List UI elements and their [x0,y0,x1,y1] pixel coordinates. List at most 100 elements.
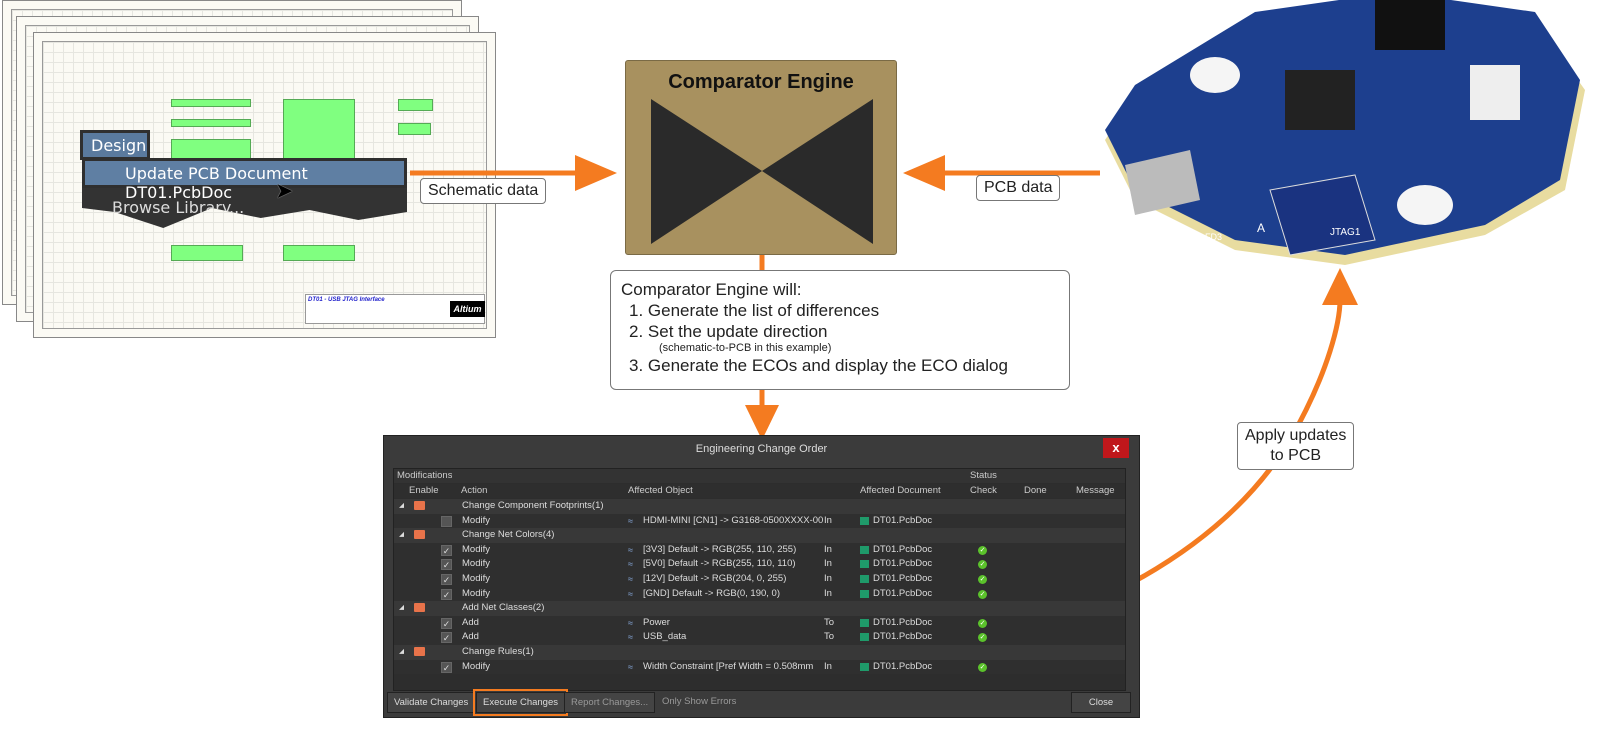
enable-checkbox[interactable]: ✓ [441,588,452,600]
dialog-title: Engineering Change Order [695,443,828,455]
check-ok-icon: ✓ [978,589,987,599]
object-cell: [5V0] Default -> RGB(255, 110, 110) [643,558,796,570]
table-row[interactable]: ✓Modify≈[GND] Default -> RGB(0, 190, 0)I… [394,586,1125,602]
direction-cell: To [824,616,835,628]
expand-icon[interactable]: ◢ [399,648,405,655]
table-row[interactable]: ✓ Modify ≈ [3V3] Default -> RGB(255, 110, 2… [394,542,1125,558]
col-check[interactable]: Check [970,485,997,496]
note-step: 1. Generate the list of differences [629,301,880,320]
object-cell: HDMI-MINI [CN1] -> G3168-0500XXXX-00 [643,514,823,526]
document-cell: DT01.PcbDoc [873,514,933,526]
object-cell: Power [643,616,670,628]
validate-changes-button[interactable]: Validate Changes [387,692,476,713]
menu-item-update-pcb[interactable]: Update PCB Document DT01.PcbDoc [82,158,407,202]
direction-cell: In [824,514,832,526]
engine-notes: Comparator Engine will: 1. Generate the … [610,270,1070,390]
action-cell: Modify [462,660,490,672]
arrow-head-icon [903,155,945,191]
pcbdoc-icon [860,516,869,525]
action-cell: Add [462,631,479,643]
pcb-label: JTAG1 [1330,227,1361,238]
cursor-icon: ➤ [275,178,294,203]
object-icon: ≈ [628,632,633,643]
document-cell: DT01.PcbDoc [873,631,933,643]
object-cell: [12V] Default -> RGB(204, 0, 255) [643,573,787,584]
group-label: Change Rules(1) [462,646,534,657]
only-show-errors-checkbox[interactable]: Only Show Errors [662,696,737,707]
col-message[interactable]: Message [1076,485,1115,496]
group-header: Modifications Status [394,469,1125,483]
action-cell: Modify [462,543,490,555]
table-row[interactable]: Modify≈HDMI-MINI [CN1] -> G3168-0500XXXX… [394,513,1125,529]
check-ok-icon: ✓ [978,662,987,672]
column-header: Enable Action Affected Object Affected D… [394,484,1125,498]
col-action[interactable]: Action [461,485,488,496]
document-cell: DT01.PcbDoc [873,660,933,672]
close-icon[interactable]: x [1103,438,1129,458]
group-label: Change Component Footprints(1) [462,500,604,511]
table-row[interactable]: ✓Modify≈Width Constraint [Pref Width = 0… [394,659,1125,675]
group-label: Change Net Colors(4) [462,529,555,541]
direction-cell: In [824,660,832,672]
table-row[interactable]: ✓Modify≈[5V0] Default -> RGB(255, 110, 1… [394,557,1125,572]
note-step-detail: (schematic-to-PCB in this example) [659,342,832,354]
expand-icon[interactable]: ◢ [399,531,405,539]
document-cell: DT01.PcbDoc [873,543,933,555]
direction-cell: In [824,558,832,570]
pcbdoc-icon [860,575,869,583]
enable-checkbox[interactable]: ✓ [441,617,452,629]
action-cell: Add [462,616,479,628]
note-step: 2. Set the update direction [629,322,828,341]
report-changes-button[interactable]: Report Changes... [564,692,656,713]
comparator-engine: Comparator Engine [625,60,897,255]
expand-icon[interactable]: ◢ [399,502,405,509]
pcb-data-label: PCB data [976,175,1061,201]
table-row[interactable]: ✓Modify≈[12V] Default -> RGB(204, 0, 255… [394,572,1125,587]
col-affected-document[interactable]: Affected Document [860,485,941,496]
object-icon: ≈ [628,617,633,628]
enable-checkbox[interactable]: ✓ [441,661,452,673]
direction-cell: In [824,543,832,555]
arrow-head-icon [1322,268,1358,305]
group-row[interactable]: ◢ Add Net Classes(2) [394,601,1125,616]
altium-logo: Altium [450,301,485,317]
group-label: Add Net Classes(2) [462,602,545,614]
object-icon: ≈ [628,574,633,584]
check-ok-icon: ✓ [978,545,987,555]
modifications-header: Modifications [397,470,453,481]
close-button[interactable]: Close [1071,692,1131,713]
document-cell: DT01.PcbDoc [873,573,933,584]
expand-icon[interactable]: ◢ [399,604,405,612]
object-cell: USB_data [643,631,687,643]
pcbdoc-icon [860,618,869,627]
pcbdoc-icon [860,633,869,642]
eco-dialog: Engineering Change Order x Modifications… [383,435,1140,718]
action-cell: Modify [462,514,490,526]
schematic-data-label: Schematic data [420,178,547,204]
enable-checkbox[interactable] [441,515,452,527]
pcbdoc-icon [860,662,869,671]
action-cell: Modify [462,587,490,599]
document-cell: DT01.PcbDoc [873,616,933,628]
chip [1285,70,1355,130]
enable-checkbox[interactable]: ✓ [441,574,452,585]
object-icon: ≈ [628,588,633,599]
execute-changes-button[interactable]: Execute Changes [473,689,568,716]
object-cell: [3V3] Default -> RGB(255, 110, 255) [643,543,797,555]
enable-checkbox[interactable]: ✓ [441,544,452,556]
action-cell: Modify [462,558,490,570]
col-affected-object[interactable]: Affected Object [628,485,693,496]
col-done[interactable]: Done [1024,485,1047,496]
object-icon: ≈ [628,544,633,555]
enable-checkbox[interactable]: ✓ [441,632,452,644]
group-row[interactable]: ◢ Change Rules(1) [394,645,1125,660]
arrow-head-icon [745,405,779,440]
col-enable[interactable]: Enable [409,485,439,496]
object-icon: ≈ [628,661,633,672]
enable-checkbox[interactable]: ✓ [441,559,452,571]
group-row[interactable]: ◢ Change Net Colors(4) [394,528,1125,543]
group-row[interactable]: ◢ Change Component Footprints(1) [394,499,1125,514]
pcbdoc-icon [860,589,869,598]
